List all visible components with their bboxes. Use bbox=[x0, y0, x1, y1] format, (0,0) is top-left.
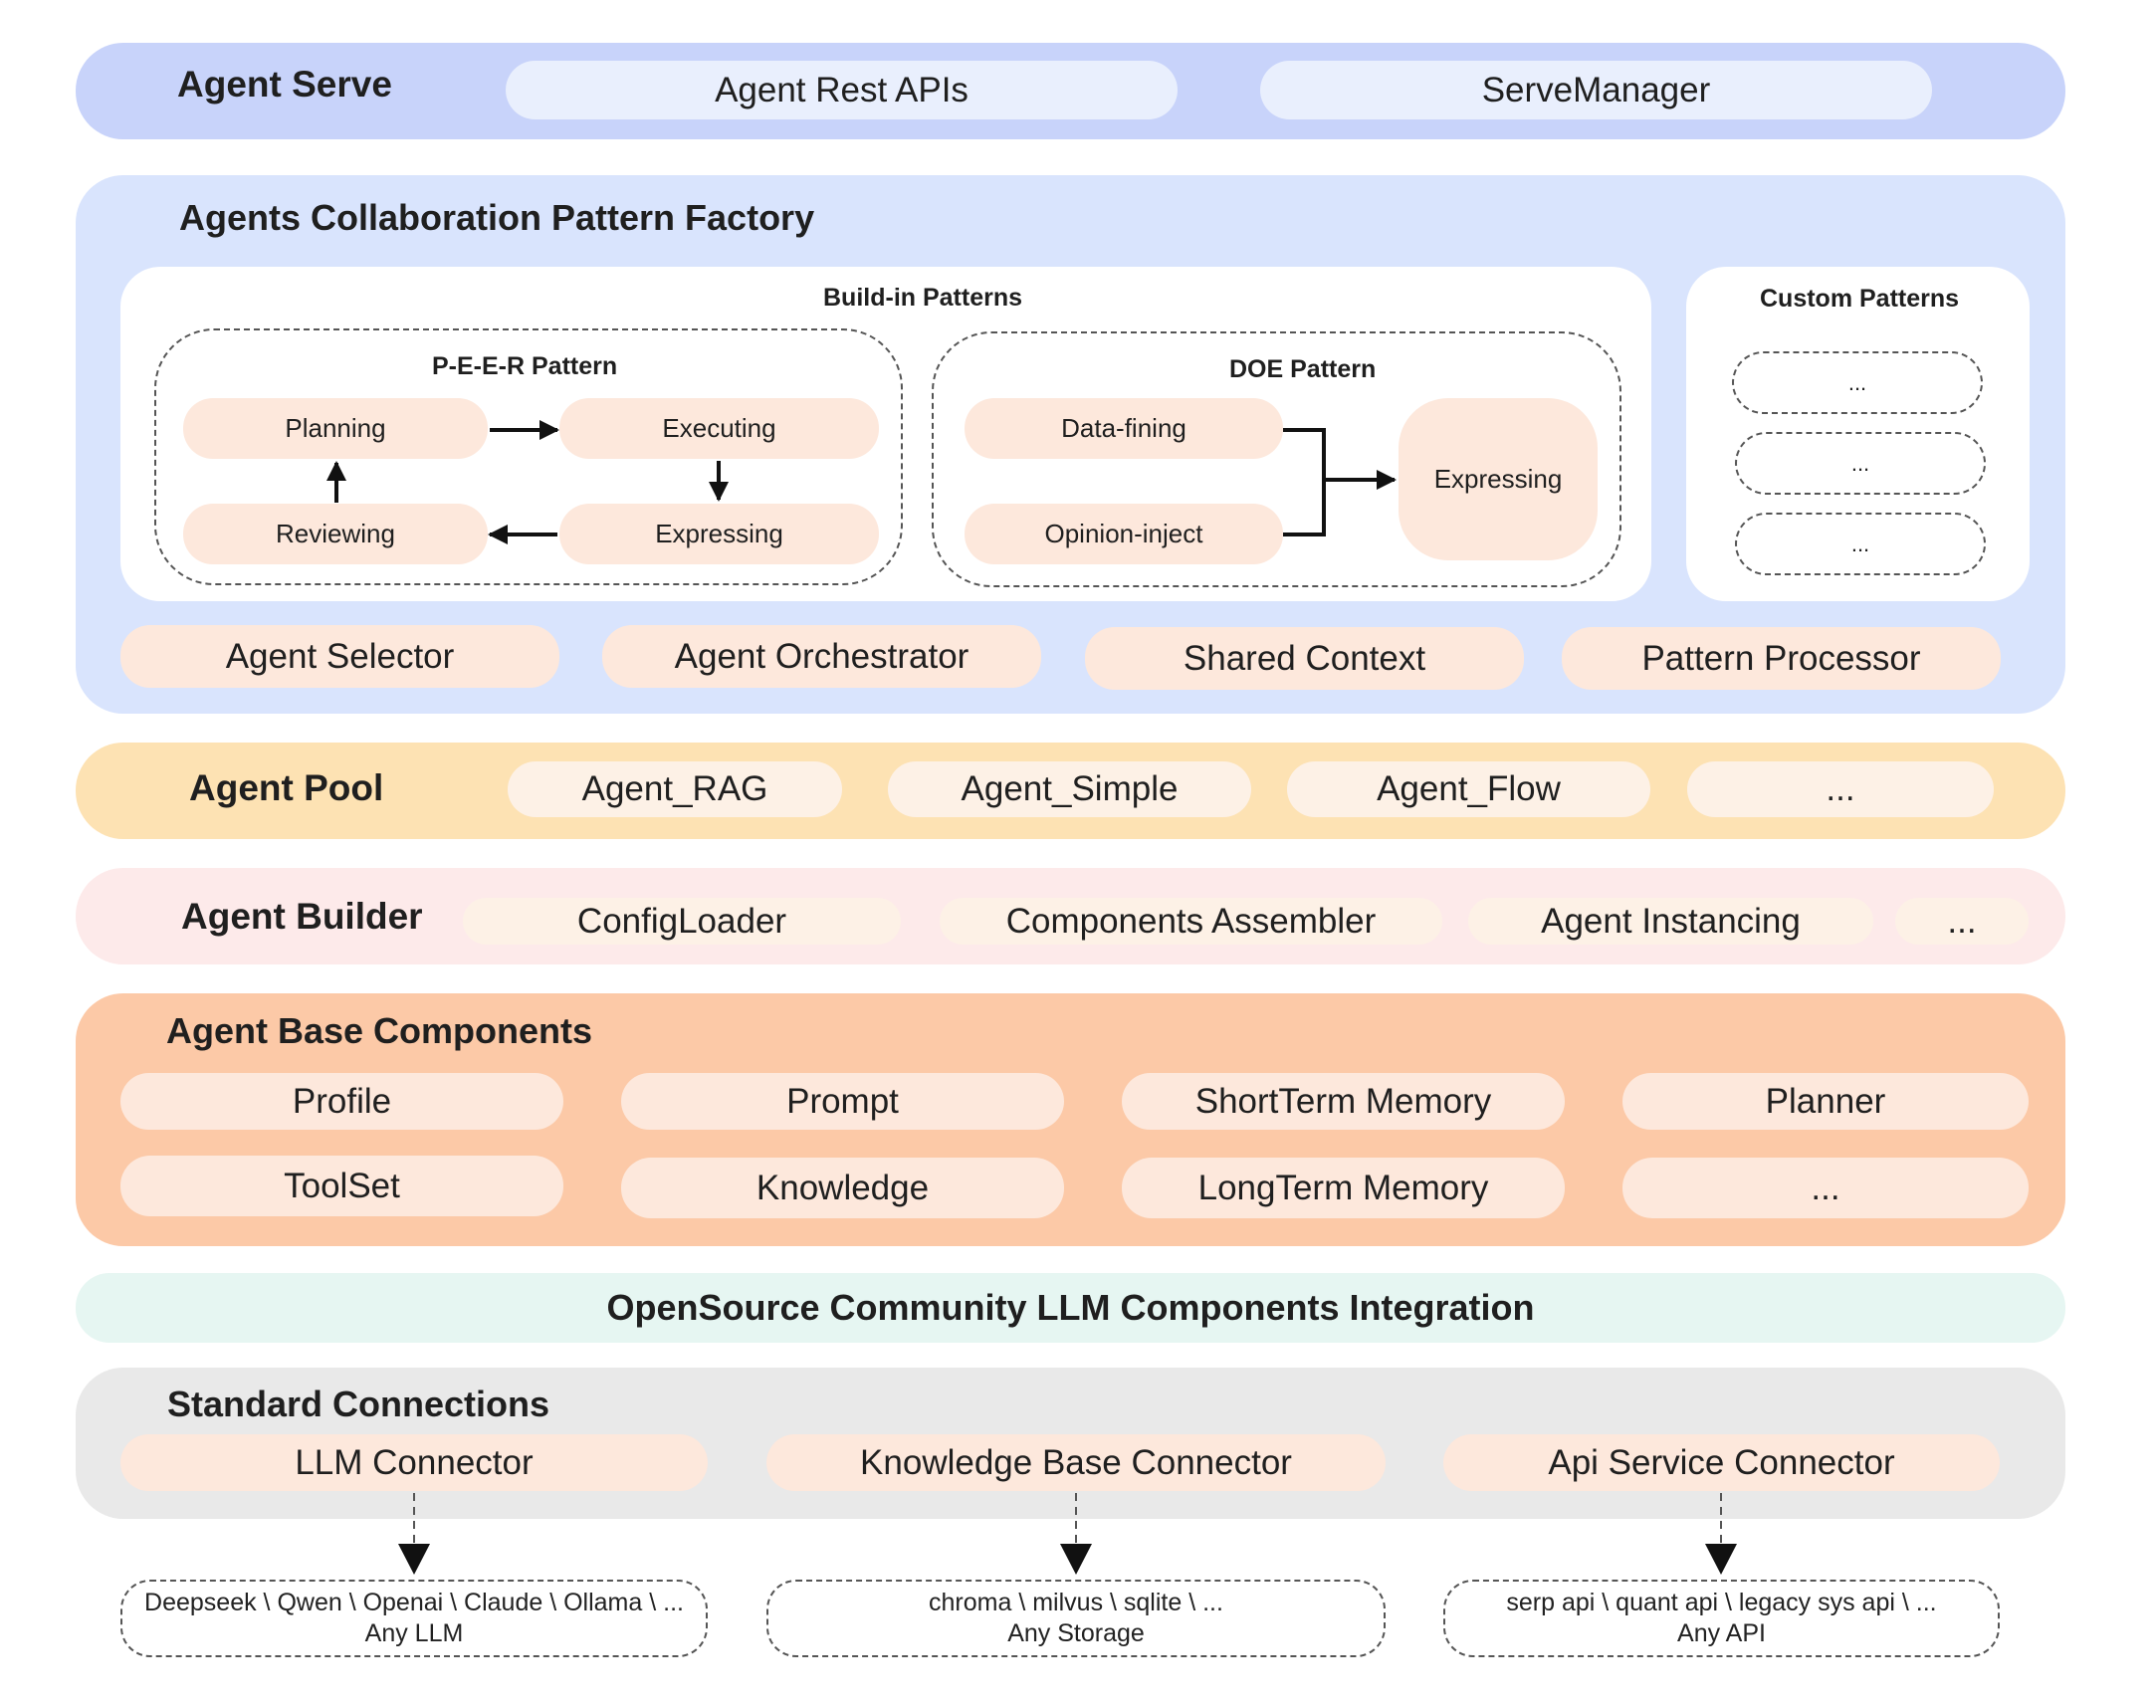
longterm-memory-pill: LongTerm Memory bbox=[1122, 1158, 1565, 1218]
components-assembler-pill: Components Assembler bbox=[940, 898, 1442, 945]
agent-simple-pill: Agent_Simple bbox=[888, 761, 1251, 817]
agent-rest-apis-pill: Agent Rest APIs bbox=[506, 61, 1178, 119]
doe-opinion-inject-step: Opinion-inject bbox=[965, 504, 1283, 564]
profile-pill: Profile bbox=[120, 1073, 563, 1130]
api-targets-summary: Any API bbox=[1677, 1619, 1766, 1647]
llm-targets-list: Deepseek \ Qwen \ Openai \ Claude \ Olla… bbox=[144, 1589, 684, 1616]
llm-connector-arrowhead bbox=[398, 1544, 430, 1575]
llm-connector-pill: LLM Connector bbox=[120, 1434, 708, 1491]
llm-targets-summary: Any LLM bbox=[364, 1619, 464, 1647]
agent-instancing-pill: Agent Instancing bbox=[1468, 898, 1873, 945]
shared-context-pill: Shared Context bbox=[1085, 627, 1524, 690]
standard-connections-title: Standard Connections bbox=[167, 1384, 550, 1424]
pattern-factory-title: Agents Collaboration Pattern Factory bbox=[179, 197, 815, 238]
agent-selector-pill: Agent Selector bbox=[120, 625, 559, 688]
agent-pool-title: Agent Pool bbox=[189, 767, 384, 808]
agent-builder-title: Agent Builder bbox=[181, 896, 423, 937]
config-loader-pill: ConfigLoader bbox=[463, 898, 901, 945]
doe-pattern-group bbox=[932, 331, 1621, 587]
storage-targets-summary: Any Storage bbox=[1007, 1619, 1145, 1647]
storage-targets-list: chroma \ milvus \ sqlite \ ... bbox=[929, 1589, 1223, 1616]
knowledge-pill: Knowledge bbox=[621, 1158, 1064, 1218]
api-targets-box: serp api \ quant api \ legacy sys api \ … bbox=[1443, 1580, 2000, 1657]
serve-manager-pill: ServeManager bbox=[1260, 61, 1932, 119]
knowledge-connector-arrowhead bbox=[1060, 1544, 1092, 1575]
peer-expressing-step: Expressing bbox=[559, 504, 879, 564]
base-components-title: Agent Base Components bbox=[166, 1010, 593, 1051]
custom-pattern-slot: ... bbox=[1735, 513, 1986, 575]
llm-targets-box: Deepseek \ Qwen \ Openai \ Claude \ Olla… bbox=[120, 1580, 708, 1657]
prompt-pill: Prompt bbox=[621, 1073, 1064, 1130]
agent-serve-title: Agent Serve bbox=[177, 64, 392, 105]
custom-patterns-title: Custom Patterns bbox=[1760, 285, 1960, 313]
toolset-pill: ToolSet bbox=[120, 1156, 563, 1216]
peer-reviewing-step: Reviewing bbox=[183, 504, 488, 564]
peer-executing-step: Executing bbox=[559, 398, 879, 459]
agent-builder-more-pill: ... bbox=[1895, 898, 2029, 945]
planner-pill: Planner bbox=[1622, 1073, 2029, 1130]
custom-pattern-slot: ... bbox=[1732, 351, 1983, 414]
llm-integration-layer: OpenSource Community LLM Components Inte… bbox=[76, 1273, 2065, 1343]
base-components-more-pill: ... bbox=[1622, 1158, 2029, 1218]
pattern-processor-pill: Pattern Processor bbox=[1562, 627, 2001, 690]
agent-flow-pill: Agent_Flow bbox=[1287, 761, 1650, 817]
shortterm-memory-pill: ShortTerm Memory bbox=[1122, 1073, 1565, 1130]
custom-pattern-slot: ... bbox=[1735, 432, 1986, 495]
api-service-connector-pill: Api Service Connector bbox=[1443, 1434, 2000, 1491]
agent-pool-more-pill: ... bbox=[1687, 761, 1994, 817]
api-targets-list: serp api \ quant api \ legacy sys api \ … bbox=[1506, 1589, 1937, 1616]
peer-pattern-title: P-E-E-R Pattern bbox=[432, 352, 618, 380]
agent-orchestrator-pill: Agent Orchestrator bbox=[602, 625, 1041, 688]
peer-planning-step: Planning bbox=[183, 398, 488, 459]
doe-expressing-step: Expressing bbox=[1399, 398, 1598, 560]
doe-data-fining-step: Data-fining bbox=[965, 398, 1283, 459]
agent-rag-pill: Agent_RAG bbox=[508, 761, 842, 817]
doe-pattern-title: DOE Pattern bbox=[1229, 355, 1377, 383]
storage-targets-box: chroma \ milvus \ sqlite \ ... Any Stora… bbox=[766, 1580, 1386, 1657]
knowledge-base-connector-pill: Knowledge Base Connector bbox=[766, 1434, 1386, 1491]
api-connector-arrowhead bbox=[1705, 1544, 1737, 1575]
buildin-patterns-title: Build-in Patterns bbox=[823, 284, 1023, 312]
peer-pattern-group bbox=[154, 328, 903, 585]
